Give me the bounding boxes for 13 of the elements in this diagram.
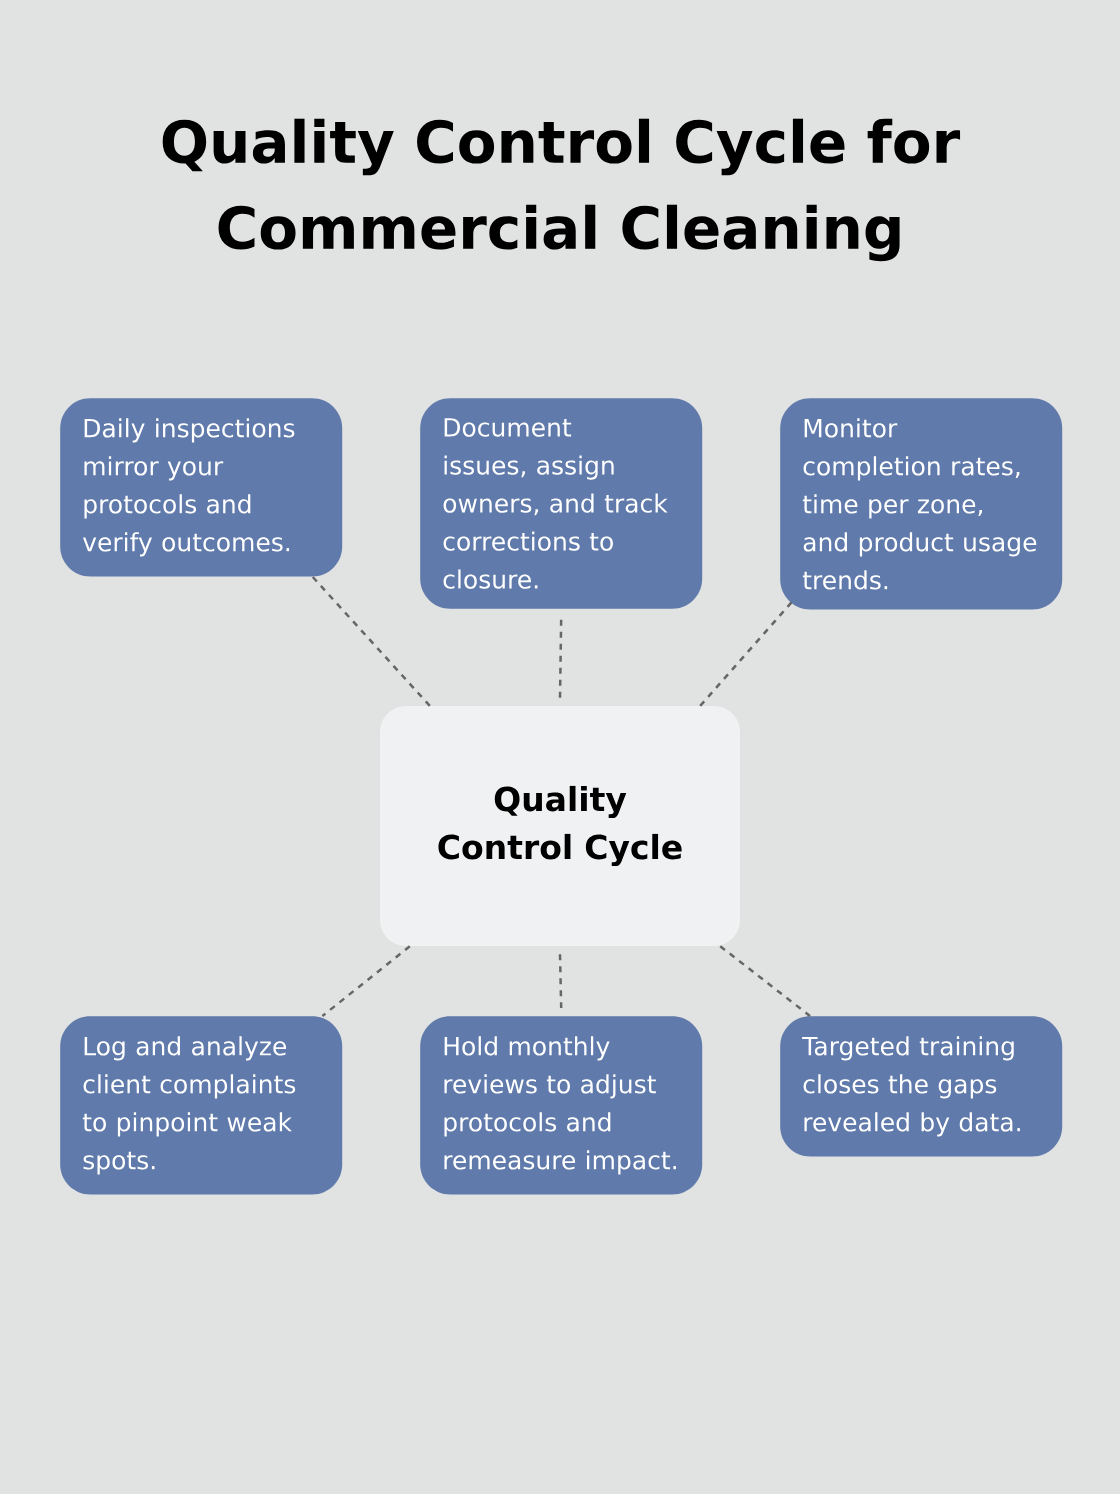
connector-line [321,945,411,1017]
connector-line [699,600,793,707]
step-box: Document issues, assign owners, and track corrections to closure. [420,398,703,609]
connector-line [719,945,811,1017]
connector-line [311,575,431,707]
step-box: Monitor completion rates, time per zone, and product usage trends. [780,398,1063,610]
hub-box: Quality Control Cycle [380,706,740,946]
title: Quality Control Cycle for Commercial Cleaning [162,118,961,262]
step-box: Hold monthly reviews to adjust protocols and remeasure impact. [420,1016,703,1195]
step-box: Log and analyze client complaints to pinpoint weak spots. [60,1016,343,1195]
step-box: Targeted training closes the gaps revealed by data. [780,1016,1063,1157]
step-box: Daily inspections mirror your protocols and verify outcomes. [60,398,343,577]
connector-line [558,954,563,1009]
